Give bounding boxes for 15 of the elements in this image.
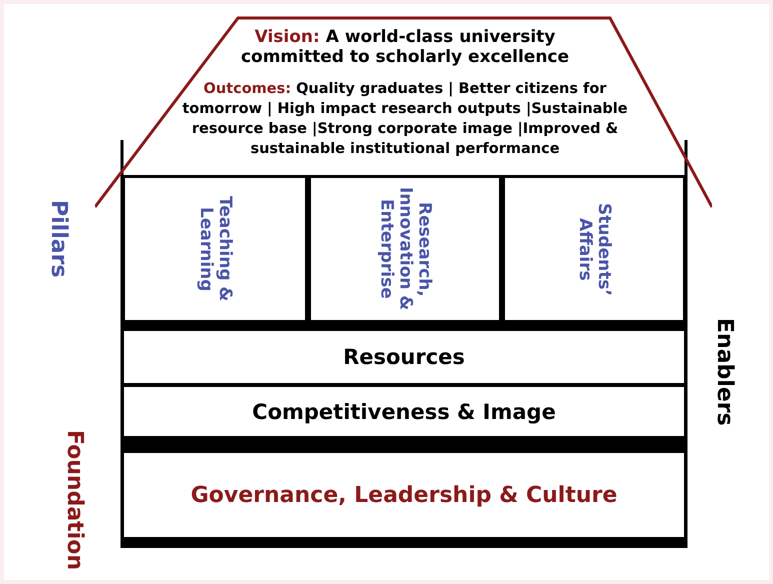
band-box <box>121 328 687 386</box>
pillar-label: Teaching & Learning <box>196 195 234 304</box>
band-box <box>121 450 687 540</box>
pillar-label: Research, Innovation & Enterprise <box>376 186 434 313</box>
pillar-box <box>308 175 502 320</box>
enablers-label: Enablers <box>712 318 737 426</box>
pillar-label: Students’ Affairs <box>575 202 613 298</box>
pillars-label: Pillars <box>46 200 71 278</box>
band-label: Competitiveness & Image <box>252 400 556 424</box>
pillar-box <box>502 175 686 320</box>
pillar-box <box>122 175 308 320</box>
band-box <box>121 384 687 439</box>
band-label: Resources <box>343 345 465 369</box>
foundation-label: Foundation <box>62 430 87 570</box>
band-label: Governance, Leadership & Culture <box>190 482 618 508</box>
